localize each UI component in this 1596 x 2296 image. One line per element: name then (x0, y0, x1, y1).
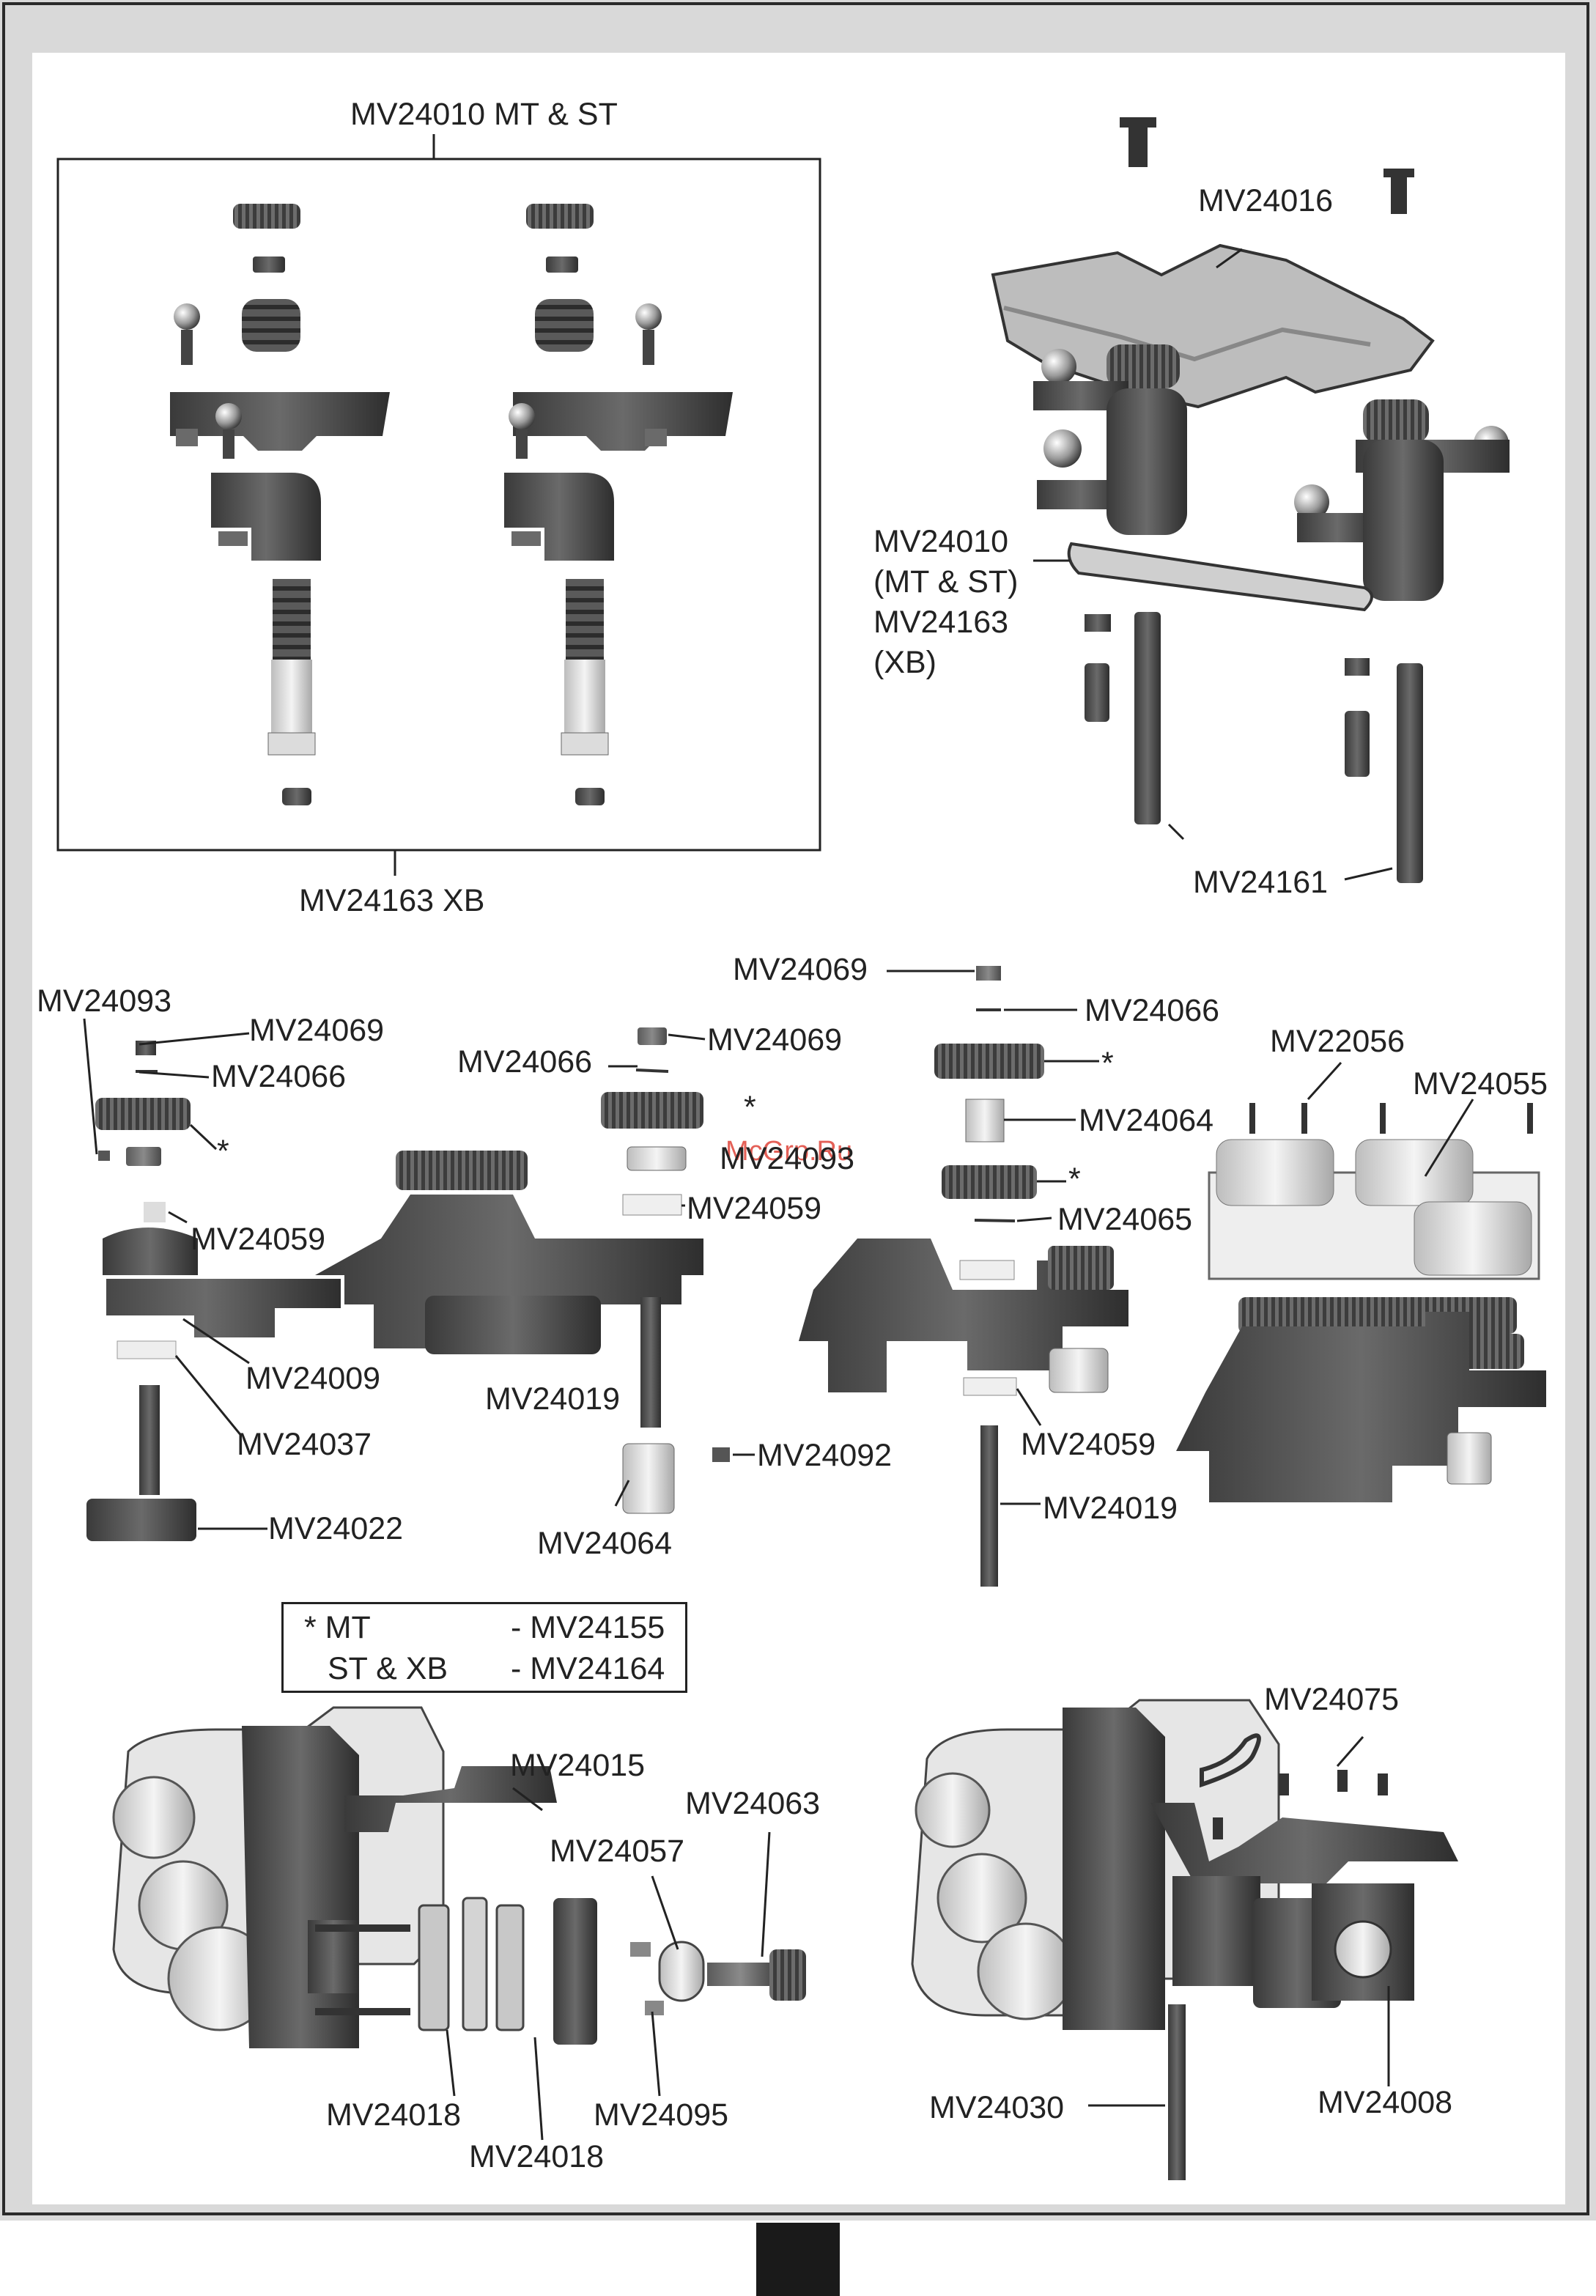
label-mv24069-c: MV24069 (733, 952, 868, 987)
watermark: McGrp.Ru (725, 1136, 853, 1167)
label-mv24019-a: MV24019 (485, 1381, 621, 1417)
page-border (2, 2, 1589, 2215)
label-mv24092: MV24092 (757, 1438, 893, 1473)
label-mv24075: MV24075 (1264, 1682, 1400, 1717)
label-mv24059-b: MV24059 (687, 1191, 822, 1226)
label-mv24010-line4: (XB) (873, 645, 936, 680)
label-mv24069-a: MV24069 (249, 1013, 385, 1048)
label-mv24018-b: MV24018 (469, 2139, 605, 2174)
star-4: * (1068, 1162, 1081, 1197)
transmission-exploded (112, 1706, 806, 2141)
label-mv24009: MV24009 (245, 1361, 381, 1396)
label-mv24022: MV24022 (268, 1511, 404, 1546)
label-mv24019-b: MV24019 (1043, 1491, 1178, 1526)
label-mv24161: MV24161 (1193, 865, 1329, 900)
label-mv24066-a: MV24066 (211, 1059, 347, 1094)
gear-stack-2 (315, 1027, 755, 1514)
label-mv24055: MV24055 (1413, 1066, 1548, 1101)
label-mv24059-a: MV24059 (191, 1222, 326, 1257)
label-mv22056: MV22056 (1270, 1024, 1405, 1059)
label-mv24063: MV24063 (685, 1786, 821, 1821)
label-mv24010-line1: MV24010 (873, 524, 1009, 559)
label-mv24066-b: MV24066 (457, 1044, 593, 1079)
servo-saver-box (56, 134, 821, 876)
star-2: * (744, 1090, 756, 1125)
exploded-parts-drawing (56, 117, 1546, 2180)
legend-row1-value: - MV24155 (511, 1610, 665, 1645)
label-mv24008: MV24008 (1318, 2085, 1453, 2120)
star-1: * (217, 1134, 229, 1169)
label-mv24093-a: MV24093 (37, 983, 172, 1019)
servo-saver-left (170, 204, 390, 805)
label-mv24064-b: MV24064 (1079, 1103, 1214, 1138)
label-mv24030: MV24030 (929, 2090, 1065, 2125)
steering-assembly (991, 117, 1510, 883)
label-mv24163-xb: MV24163 XB (299, 883, 485, 918)
label-mv24064-a: MV24064 (537, 1526, 673, 1561)
star-3: * (1101, 1046, 1114, 1081)
label-mv24065: MV24065 (1057, 1202, 1193, 1237)
legend-row2-value: - MV24164 (511, 1651, 665, 1686)
label-mv24015: MV24015 (510, 1748, 646, 1783)
servo-saver-right (504, 204, 733, 805)
label-mv24066-c: MV24066 (1085, 993, 1220, 1028)
label-mv24016: MV24016 (1198, 183, 1334, 218)
legend-row2-key: ST & XB (328, 1651, 448, 1686)
label-mv24059-c: MV24059 (1021, 1427, 1156, 1462)
label-mv24010-line2: (MT & ST) (873, 564, 1019, 599)
label-mv24095: MV24095 (594, 2097, 729, 2133)
label-mv24093-b: MV24093 (720, 1141, 855, 1176)
gearbox-assembled (1176, 1061, 1546, 1502)
gear-stack-3 (799, 966, 1128, 1587)
transmission-assembled (911, 1699, 1458, 2180)
label-mv24069-b: MV24069 (707, 1022, 843, 1057)
label-mv24010-mt-st: MV24010 MT & ST (350, 97, 618, 132)
label-mv24018-a: MV24018 (326, 2097, 462, 2133)
label-mv24057: MV24057 (550, 1834, 685, 1869)
legend-box: * MT - MV24155 ST & XB - MV24164 (281, 1602, 687, 1693)
legend-row1-key: * MT (304, 1610, 371, 1645)
page-tab (756, 2223, 840, 2296)
label-mv24010-line3: MV24163 (873, 605, 1009, 640)
label-mv24037: MV24037 (237, 1427, 372, 1462)
gear-stack-1 (70, 1018, 341, 1541)
